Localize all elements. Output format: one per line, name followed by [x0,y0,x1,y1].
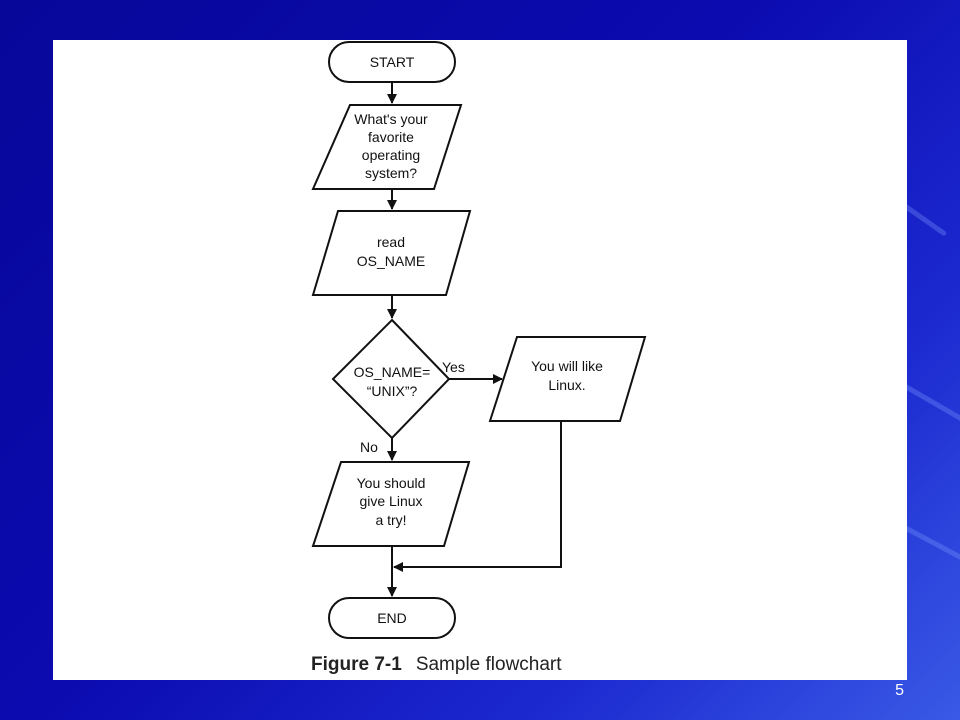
end-terminator: END [328,597,456,639]
decision-node: OS_NAME= “UNIX”? [331,318,451,440]
yes-output-node: You will like Linux. [488,336,647,422]
prompt-line-4: system? [365,165,417,181]
read-input-node: read OS_NAME [311,210,472,296]
prompt-output-node: What's your favorite operating system? [311,104,463,190]
prompt-line-3: operating [362,147,420,163]
prompt-line-2: favorite [368,129,414,145]
no-label: No [360,439,378,455]
figure-number: Figure 7-1 [311,654,402,675]
no-output-node: You should give Linux a try! [311,461,471,547]
decision-line-1: OS_NAME= [354,364,431,380]
slide-number: 5 [895,682,904,699]
figure-caption-text: Sample flowchart [415,654,562,675]
yes-output-line-1: You will like [531,358,603,374]
read-line-2: OS_NAME [357,253,425,269]
edge-yes-merge [393,421,562,572]
read-line-1: read [377,234,405,250]
decision-line-2: “UNIX”? [367,383,418,399]
start-terminator: START [328,41,456,83]
yes-label: Yes [442,359,465,375]
figure-caption: Figure 7-1 Sample flowchart [311,654,562,676]
no-output-line-1: You should [357,475,426,491]
start-label: START [370,54,415,70]
no-output-line-3: a try! [375,512,406,528]
prompt-line-1: What's your [354,111,428,127]
flowchart: START What's your favorite operating sys… [311,41,647,639]
yes-output-line-2: Linux. [548,377,585,393]
no-output-line-2: give Linux [359,493,422,509]
end-label: END [377,610,407,626]
slide-content-panel: START What's your favorite operating sys… [53,40,907,680]
